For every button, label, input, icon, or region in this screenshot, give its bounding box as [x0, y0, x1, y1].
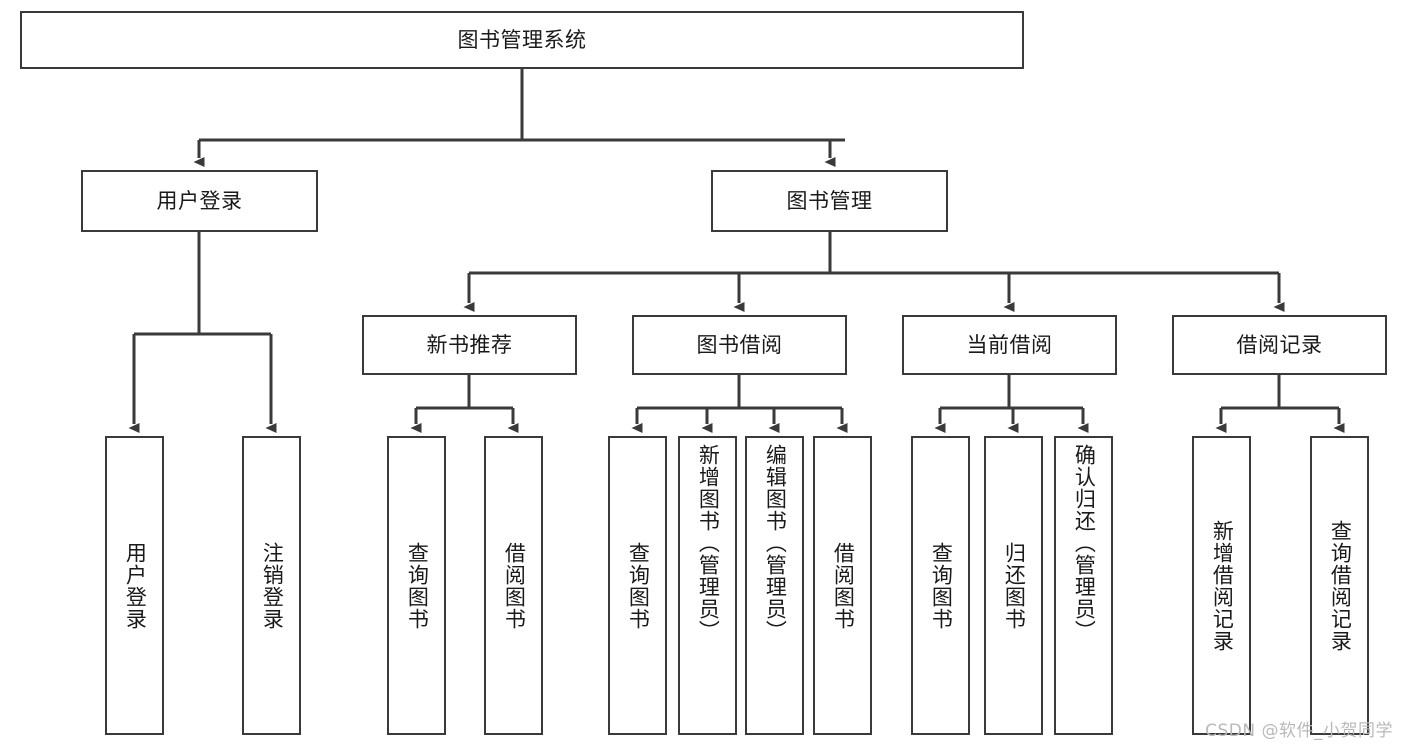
node-leaf-borrow-edit-book-label: 编辑图书（管理员） [763, 444, 788, 642]
node-leaf-borrow-query-book-label: 查询图书 [626, 541, 651, 630]
node-leaf-user-logout[interactable]: 注销登录 [242, 436, 301, 735]
node-leaf-rec-borrow-book-label: 借阅图书 [502, 541, 527, 630]
node-leaf-borrow-edit-book[interactable]: 编辑图书（管理员） [745, 436, 804, 735]
node-leaf-rec-add-record-label: 新增借阅记录 [1210, 519, 1235, 652]
node-new-book-rec-label: 新书推荐 [426, 332, 513, 357]
node-leaf-rec-query-book[interactable]: 查询图书 [387, 436, 446, 735]
node-user-login[interactable]: 用户登录 [81, 170, 318, 232]
node-current-borrow-label: 当前借阅 [966, 332, 1053, 357]
edges-bookmanage-to-level3 [463, 232, 1285, 312]
node-borrow-record-label: 借阅记录 [1236, 332, 1323, 357]
node-book-manage-label: 图书管理 [786, 188, 873, 213]
node-borrow-record[interactable]: 借阅记录 [1172, 315, 1387, 375]
edges-bookborrow-to-leaves [631, 375, 848, 433]
node-leaf-borrow-borrow-book[interactable]: 借阅图书 [813, 436, 872, 735]
edges-currentborrow-to-leaves [934, 375, 1089, 433]
node-root-label: 图书管理系统 [457, 27, 587, 52]
node-leaf-borrow-borrow-book-label: 借阅图书 [831, 541, 856, 630]
node-book-borrow-label: 图书借阅 [696, 332, 783, 357]
edges-borrowrecord-to-leaves [1215, 375, 1345, 433]
edges-newbookrec-to-leaves [410, 375, 519, 433]
node-book-manage[interactable]: 图书管理 [711, 170, 948, 232]
node-leaf-cur-return-book-label: 归还图书 [1002, 541, 1027, 630]
node-leaf-user-logout-label: 注销登录 [260, 541, 285, 630]
node-leaf-cur-confirm-return[interactable]: 确认归还（管理员） [1054, 436, 1113, 735]
node-leaf-rec-query-record[interactable]: 查询借阅记录 [1310, 436, 1369, 735]
node-leaf-rec-query-record-label: 查询借阅记录 [1328, 519, 1353, 652]
node-leaf-borrow-add-book-label: 新增图书（管理员） [696, 444, 721, 642]
node-leaf-user-login[interactable]: 用户登录 [105, 436, 164, 735]
node-leaf-cur-confirm-return-label: 确认归还（管理员） [1072, 444, 1097, 642]
node-leaf-rec-query-book-label: 查询图书 [405, 541, 430, 630]
node-leaf-rec-borrow-book[interactable]: 借阅图书 [484, 436, 543, 735]
node-leaf-rec-add-record[interactable]: 新增借阅记录 [1192, 436, 1251, 735]
node-leaf-borrow-add-book[interactable]: 新增图书（管理员） [678, 436, 737, 735]
edges-root-to-level2 [193, 69, 845, 167]
node-leaf-user-login-label: 用户登录 [123, 541, 148, 630]
node-user-login-label: 用户登录 [156, 188, 243, 213]
node-new-book-rec[interactable]: 新书推荐 [362, 315, 577, 375]
node-book-borrow[interactable]: 图书借阅 [632, 315, 847, 375]
node-leaf-cur-return-book[interactable]: 归还图书 [984, 436, 1043, 735]
node-leaf-cur-query-book[interactable]: 查询图书 [911, 436, 970, 735]
edges-userlogin-to-leaves [128, 232, 277, 433]
node-root[interactable]: 图书管理系统 [20, 11, 1024, 69]
node-leaf-borrow-query-book[interactable]: 查询图书 [608, 436, 667, 735]
node-current-borrow[interactable]: 当前借阅 [902, 315, 1117, 375]
node-leaf-cur-query-book-label: 查询图书 [929, 541, 954, 630]
